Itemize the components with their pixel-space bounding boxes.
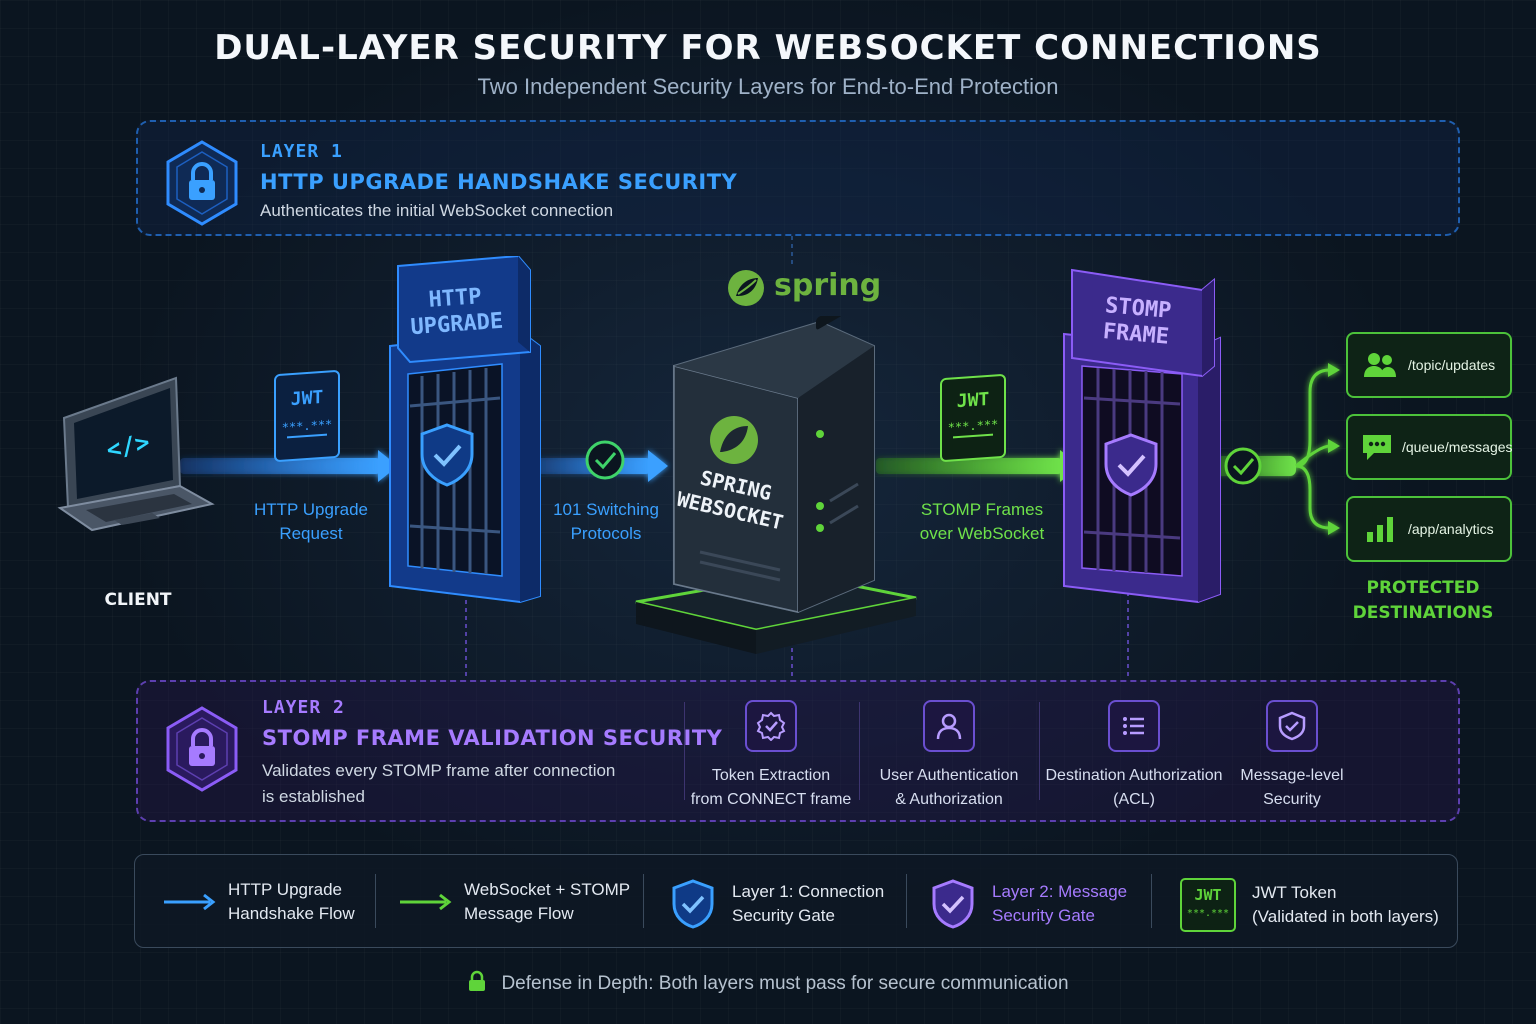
spring-websocket-server bbox=[635, 316, 917, 654]
jwt-token-arrow-icon bbox=[953, 433, 993, 439]
jwt-token-mask: ***.*** bbox=[281, 417, 333, 435]
spring-leaf-icon bbox=[728, 270, 764, 306]
lock-icon-violet bbox=[166, 706, 238, 792]
shield-check-icon-violet bbox=[1104, 433, 1158, 497]
divider bbox=[375, 874, 376, 928]
page-title: DUAL-LAYER SECURITY FOR WEBSOCKET CONNEC… bbox=[214, 28, 1322, 68]
stomp-frames-label: STOMP Frames over WebSocket bbox=[919, 500, 1045, 543]
jwt-token-label: JWT bbox=[290, 386, 324, 411]
footer-text: Defense in Depth: Both layers must pass … bbox=[501, 973, 1069, 994]
laptop-icon bbox=[57, 376, 215, 532]
badge-check-icon bbox=[745, 700, 797, 752]
legend bbox=[134, 854, 1458, 948]
protected-destinations-caption: PROTECTED DESTINATIONS bbox=[1352, 578, 1494, 623]
layer2-panel bbox=[136, 680, 1460, 822]
upgrade-request-label: HTTP Upgrade Request bbox=[253, 500, 368, 543]
shield-check-icon bbox=[672, 879, 714, 929]
list-icon bbox=[1108, 700, 1160, 752]
layer1-tag: LAYER 1 bbox=[260, 141, 343, 162]
destination-app-analytics: /app/analytics bbox=[1346, 496, 1512, 562]
layer1-panel bbox=[136, 120, 1460, 236]
divider bbox=[684, 702, 685, 800]
user-icon bbox=[923, 700, 975, 752]
legend-jwt: JWT ***.*** JWT Token(Validated in both … bbox=[1180, 878, 1439, 932]
http-upgrade-gate bbox=[389, 256, 541, 604]
spring-logo-text: spring bbox=[774, 268, 882, 303]
jwt-token-card: JWT ***.*** bbox=[274, 369, 340, 463]
page-subtitle: Two Independent Security Layers for End-… bbox=[477, 74, 1059, 99]
shield-check-icon bbox=[1266, 700, 1318, 752]
http-upgrade-sign: HTTP UPGRADE bbox=[409, 284, 504, 341]
http-upgrade-request-arrow bbox=[180, 450, 398, 482]
footer-note: Defense in Depth: Both layers must pass … bbox=[0, 970, 1536, 995]
arrow-right-icon bbox=[400, 893, 452, 911]
arrow-right-icon bbox=[164, 893, 216, 911]
users-icon bbox=[1360, 351, 1400, 379]
divider bbox=[1151, 874, 1152, 928]
layer2-tag: LAYER 2 bbox=[262, 697, 345, 718]
jwt-badge-icon: JWT ***.*** bbox=[1180, 878, 1236, 932]
destination-path: /topic/updates bbox=[1408, 357, 1496, 373]
jwt-token-arrow-icon bbox=[287, 433, 327, 439]
chat-icon bbox=[1360, 432, 1394, 462]
stomp-frame-sign: STOMP FRAME bbox=[1101, 293, 1173, 350]
jwt-token-card-green: JWT ***.*** bbox=[940, 373, 1006, 463]
switching-protocols-label: 101 Switching Protocols bbox=[553, 500, 659, 543]
client-label: CLIENT bbox=[104, 590, 172, 610]
divider bbox=[906, 874, 907, 928]
destination-queue-messages: /queue/messages bbox=[1346, 414, 1513, 480]
lock-icon bbox=[166, 140, 238, 226]
layer2-heading: STOMP FRAME VALIDATION SECURITY bbox=[262, 726, 723, 750]
layer2-description: Validates every STOMP frame after connec… bbox=[262, 761, 616, 806]
divider bbox=[1039, 702, 1040, 800]
bar-chart-icon bbox=[1360, 514, 1400, 544]
divider bbox=[859, 702, 860, 800]
feature-destination-authorization: Destination Authorization(ACL) bbox=[1040, 700, 1228, 812]
destination-topic-updates: /topic/updates bbox=[1346, 332, 1512, 398]
layer1-heading: HTTP UPGRADE HANDSHAKE SECURITY bbox=[260, 170, 738, 194]
destination-path: /app/analytics bbox=[1408, 521, 1494, 537]
switching-check-icon bbox=[585, 440, 625, 480]
shield-check-icon bbox=[420, 423, 474, 487]
feature-user-authentication: User Authentication& Authorization bbox=[864, 700, 1034, 812]
destination-path: /queue/messages bbox=[1402, 439, 1513, 455]
destination-check-icon bbox=[1224, 447, 1262, 485]
divider bbox=[643, 874, 644, 928]
shield-check-icon bbox=[932, 879, 974, 929]
layer1-description: Authenticates the initial WebSocket conn… bbox=[260, 201, 614, 220]
lock-icon bbox=[469, 970, 486, 991]
